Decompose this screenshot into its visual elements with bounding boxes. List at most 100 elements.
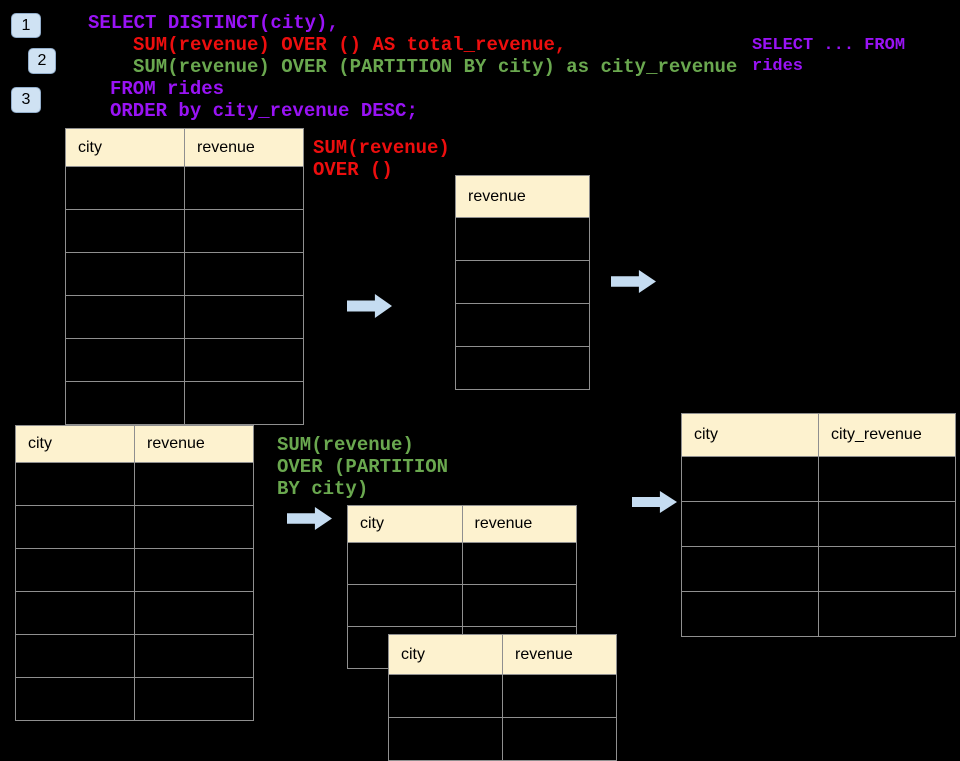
annotation-partition-by: SUM(revenue) OVER (PARTITION BY city)	[277, 434, 448, 500]
table-cell	[15, 677, 135, 721]
column-header: city	[388, 634, 503, 675]
table-cell	[681, 456, 819, 502]
table-cell	[184, 209, 304, 253]
table-row	[681, 591, 956, 637]
side-note-line-2: rides	[752, 57, 804, 76]
sql-line-select: SELECT DISTINCT(city),	[88, 12, 339, 34]
column-header: city_revenue	[818, 413, 956, 457]
table-row	[15, 505, 254, 549]
table-cell	[347, 584, 463, 627]
table-total-revenue-result: revenue	[455, 175, 590, 390]
table-row	[15, 462, 254, 506]
annotation-total-line-1: SUM(revenue)	[313, 137, 450, 159]
column-header: city	[347, 505, 463, 543]
table-cell	[184, 252, 304, 296]
table-cell	[134, 677, 254, 721]
table-cell	[65, 381, 185, 425]
table-cell	[65, 338, 185, 382]
table-cell	[134, 548, 254, 592]
annotation-partition-line-1: SUM(revenue)	[277, 434, 414, 456]
annotation-partition-line-2: OVER (PARTITION	[277, 456, 449, 478]
table-cell	[184, 166, 304, 210]
table-row	[15, 548, 254, 592]
table-cell	[134, 505, 254, 549]
table-cell	[818, 546, 956, 592]
column-header: revenue	[461, 505, 577, 543]
column-header: city	[681, 413, 819, 457]
table-row	[65, 209, 304, 253]
table-cell	[388, 717, 503, 761]
table-cell	[15, 634, 135, 678]
table-row	[388, 717, 617, 761]
flow-arrow-right-icon	[287, 507, 332, 530]
table-row	[681, 501, 956, 547]
table-row	[65, 295, 304, 339]
table-cell	[818, 501, 956, 547]
step-badge-2: 2	[28, 48, 56, 74]
table-row	[681, 456, 956, 502]
column-header: revenue	[134, 425, 254, 463]
table-cell	[818, 456, 956, 502]
table-cell	[15, 548, 135, 592]
table-cell	[502, 717, 617, 761]
table-row	[347, 542, 577, 585]
table-cell	[461, 584, 577, 627]
side-note-select-from-rides: SELECT ... FROM rides	[752, 35, 905, 77]
table-cell	[818, 591, 956, 637]
table-row	[455, 217, 590, 261]
annotation-total-revenue: SUM(revenue) OVER ()	[313, 137, 450, 181]
table-cell	[65, 166, 185, 210]
table-row	[681, 546, 956, 592]
flow-arrow-right-icon	[632, 491, 677, 513]
table-cell	[15, 591, 135, 635]
table-row	[15, 591, 254, 635]
table-cell	[502, 674, 617, 718]
table-cell	[65, 252, 185, 296]
annotation-partition-line-3: BY city)	[277, 478, 369, 500]
table-cell	[455, 217, 590, 261]
table-row	[15, 677, 254, 721]
table-row	[65, 381, 304, 425]
column-header: city	[15, 425, 135, 463]
table-row	[455, 346, 590, 390]
side-note-line-1: SELECT ... FROM	[752, 36, 906, 55]
sql-line-total-revenue: SUM(revenue) OVER () AS total_revenue,	[133, 34, 567, 56]
sql-line-partition: SUM(revenue) OVER (PARTITION BY city) as…	[133, 56, 738, 78]
table-row	[455, 303, 590, 347]
table-row	[15, 634, 254, 678]
table-cell	[388, 674, 503, 718]
table-cell	[455, 303, 590, 347]
flow-arrow-right-icon	[611, 270, 656, 293]
column-header: revenue	[184, 128, 304, 167]
table-row	[388, 674, 617, 718]
step-badge-3: 3	[11, 87, 41, 113]
sql-line-order-by: ORDER by city_revenue DESC;	[110, 100, 418, 122]
table-row	[65, 252, 304, 296]
table-cell	[15, 462, 135, 506]
table-cell	[681, 546, 819, 592]
flow-arrow-right-icon	[347, 294, 392, 318]
table-cell	[681, 591, 819, 637]
table-cell	[184, 381, 304, 425]
table-cell	[65, 209, 185, 253]
table-cell	[65, 295, 185, 339]
table-cell	[134, 634, 254, 678]
table-cell	[184, 338, 304, 382]
table-cell	[461, 542, 577, 585]
step-badge-1: 1	[11, 13, 41, 38]
column-header: city	[65, 128, 185, 167]
column-header: revenue	[455, 175, 590, 218]
sql-code-block: SELECT DISTINCT(city), SUM(revenue) OVER…	[88, 12, 737, 122]
sql-line-from: FROM rides	[110, 78, 225, 100]
table-cell	[455, 346, 590, 390]
